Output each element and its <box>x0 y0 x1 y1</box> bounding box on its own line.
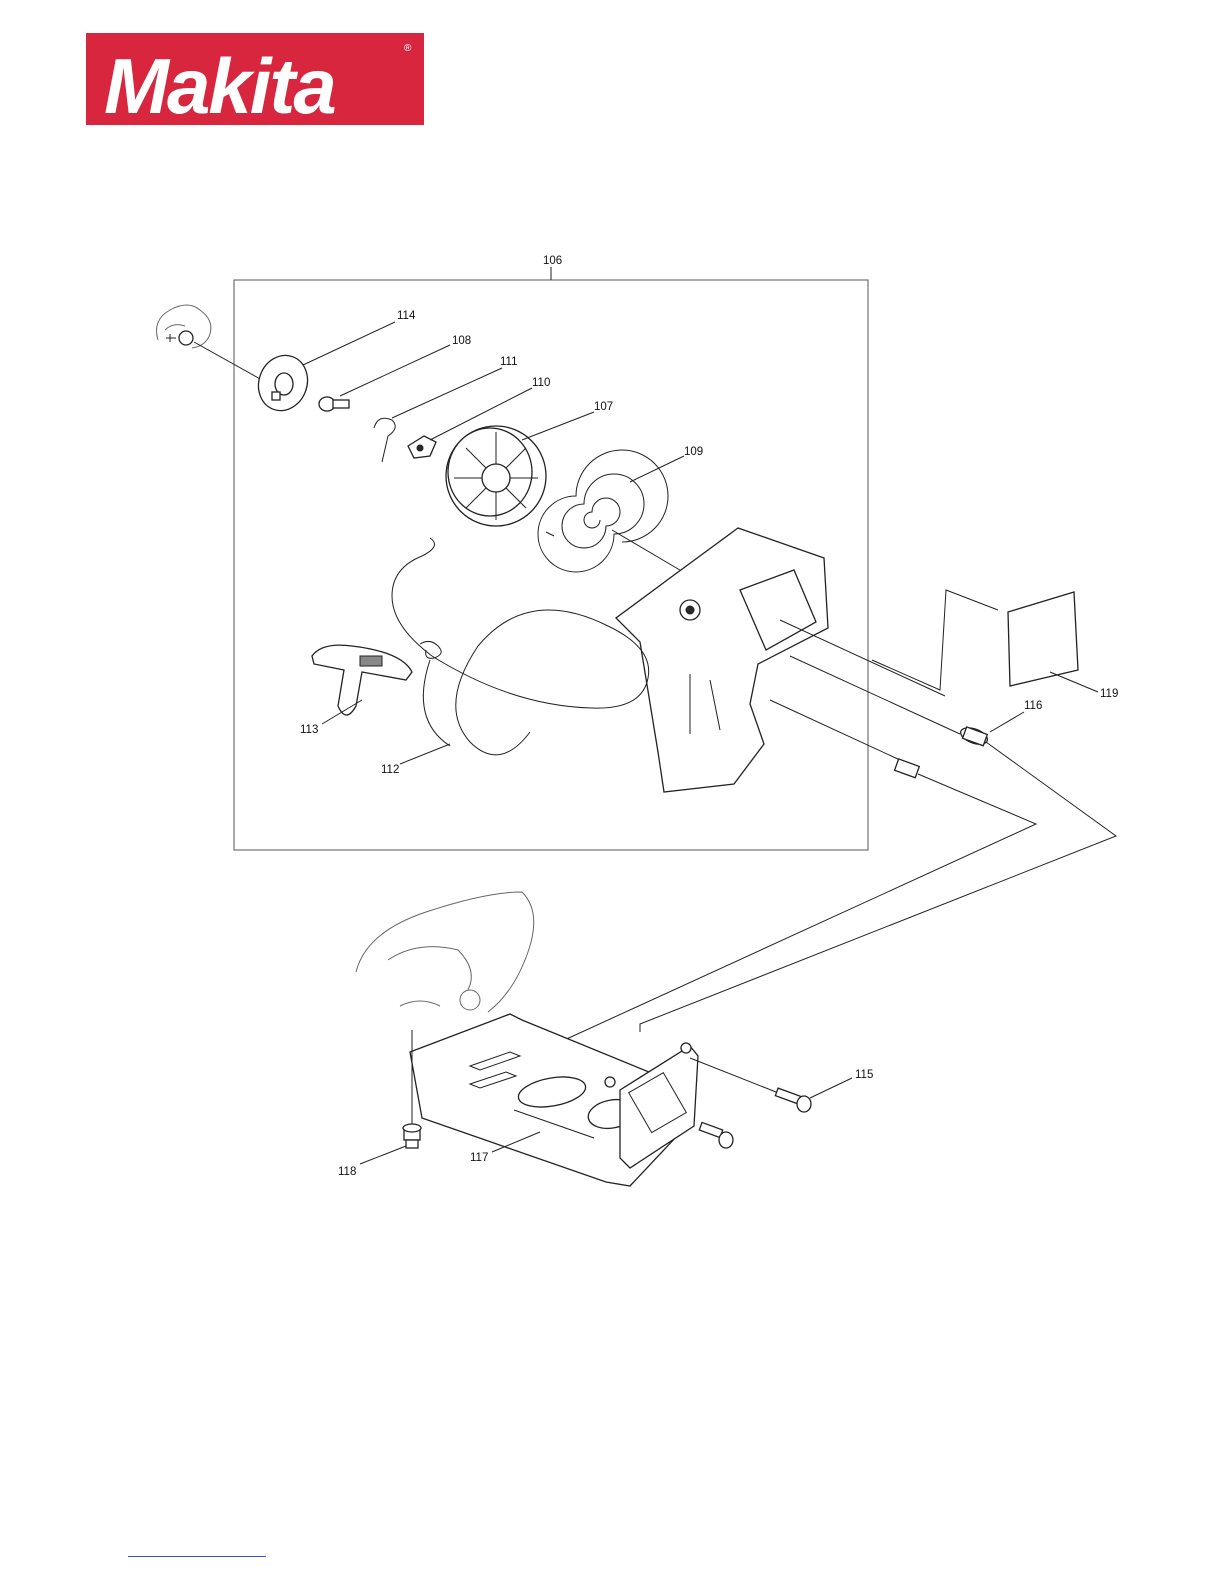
callout-116: 116 <box>1024 700 1042 712</box>
callout-119: 119 <box>1100 688 1118 700</box>
callout-115: 115 <box>855 1069 873 1081</box>
part-112-starter-rope <box>392 538 649 755</box>
callout-112: 112 <box>381 764 399 776</box>
callout-106: 106 <box>543 255 562 267</box>
part-106-starter-housing <box>616 528 828 792</box>
footer-link-underline <box>128 1556 266 1557</box>
engine-housing-fragment <box>157 305 211 348</box>
crankcase-fragment <box>356 892 534 1012</box>
part-113-starter-handle <box>312 645 412 715</box>
callout-114: 114 <box>397 310 416 322</box>
callout-118: 118 <box>338 1166 356 1178</box>
part-114-pulley <box>251 348 315 417</box>
part-115-screw <box>775 1088 811 1112</box>
callout-107: 107 <box>594 401 613 413</box>
part-116-collar <box>958 725 989 748</box>
callout-109: 109 <box>684 446 703 458</box>
bracket-screw <box>699 1122 733 1148</box>
callout-111: 111 <box>500 356 517 368</box>
part-108-screw <box>319 397 349 411</box>
part-107-rope-reel <box>446 426 546 526</box>
part-109-spiral-spring <box>538 450 668 572</box>
callout-110: 110 <box>532 377 550 389</box>
callout-117: 117 <box>470 1152 488 1164</box>
part-117-bracket <box>410 1014 698 1186</box>
part-119-filter-sheet <box>1008 592 1078 686</box>
callout-113: 113 <box>300 724 318 736</box>
part-111-spring-clip <box>374 418 395 462</box>
part-116-collar-2 <box>895 759 920 778</box>
callout-108: 108 <box>452 335 471 347</box>
